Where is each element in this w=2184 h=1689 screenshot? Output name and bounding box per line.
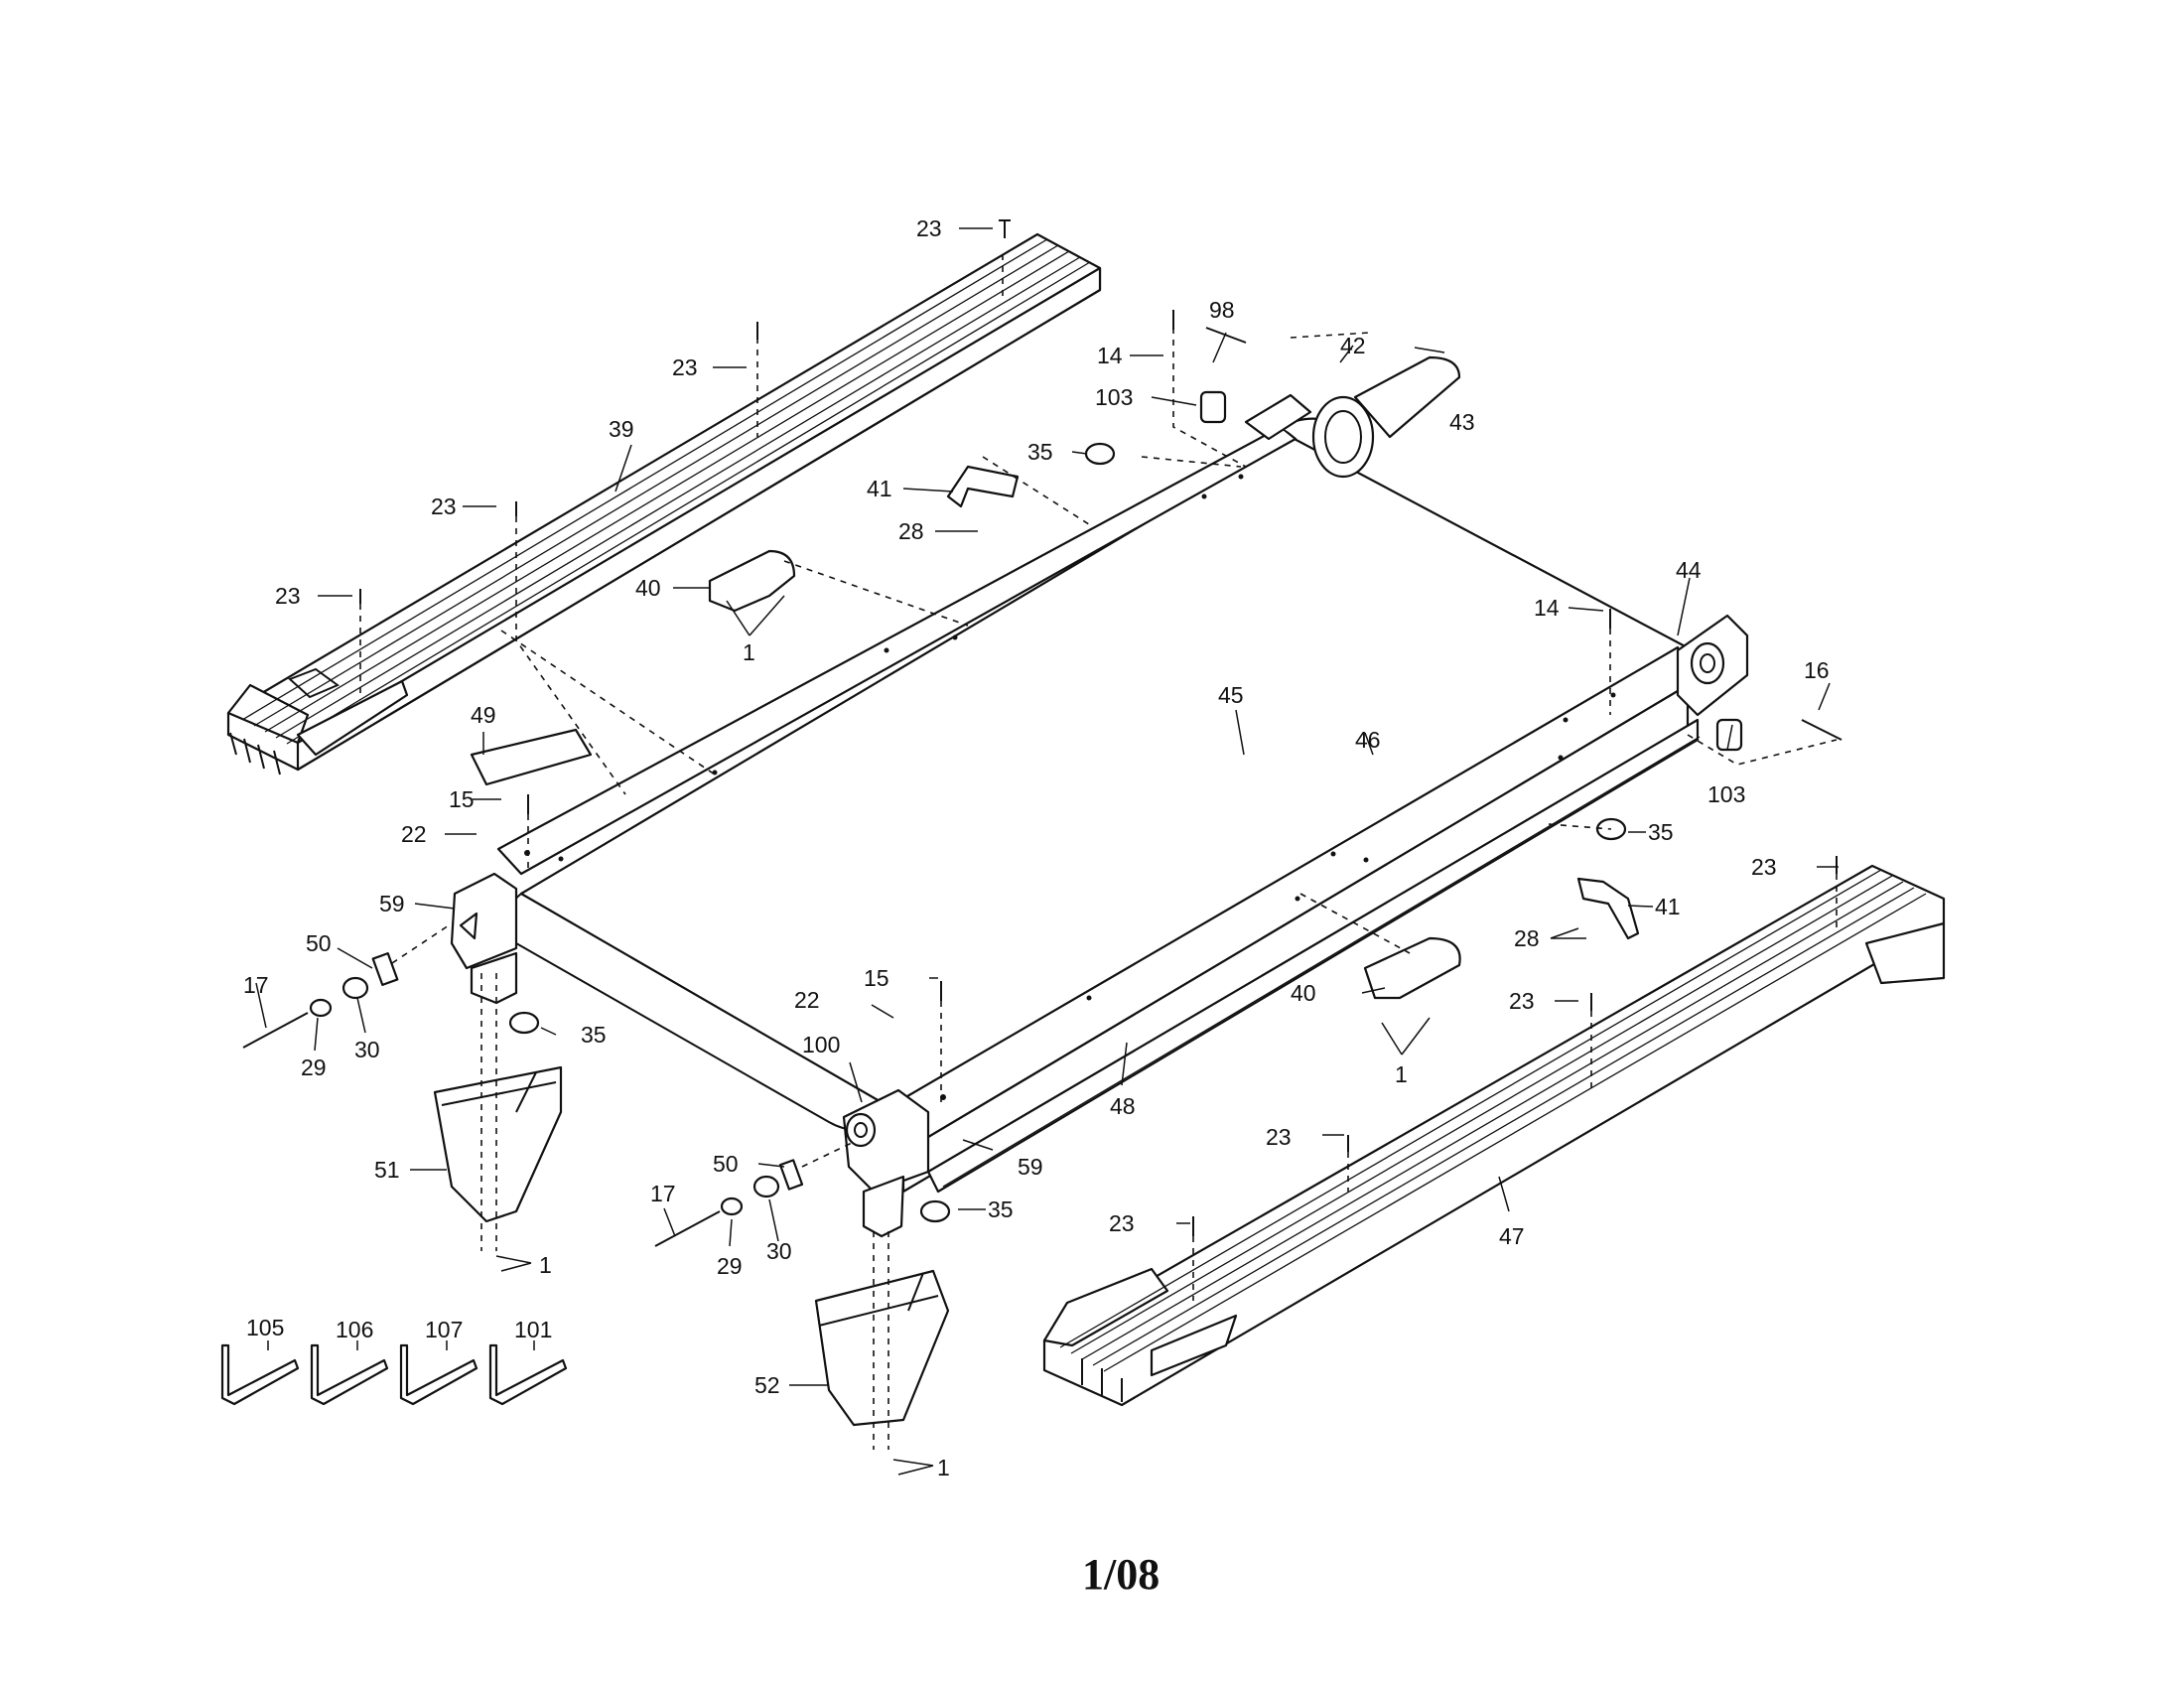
callout-1: 1 bbox=[937, 1455, 950, 1480]
callout-1: 1 bbox=[1395, 1061, 1408, 1087]
callout-50: 50 bbox=[713, 1151, 739, 1177]
callout-45: 45 bbox=[1218, 682, 1244, 708]
callout-30: 30 bbox=[766, 1238, 792, 1264]
callout-labels: 23 23 23 23 39 14 98 103 42 43 35 41 28 … bbox=[243, 215, 1830, 1480]
callout-30: 30 bbox=[354, 1037, 380, 1062]
callout-48: 48 bbox=[1110, 1093, 1136, 1119]
callout-28: 28 bbox=[1514, 925, 1540, 951]
callout-22: 22 bbox=[794, 987, 820, 1013]
front-roller-assembly bbox=[450, 872, 930, 1238]
walking-deck-45 bbox=[496, 417, 1701, 1194]
callout-47: 47 bbox=[1499, 1223, 1525, 1249]
callout-50: 50 bbox=[306, 930, 332, 956]
callout-98: 98 bbox=[1209, 297, 1235, 323]
callout-23: 23 bbox=[431, 493, 457, 519]
callout-107: 107 bbox=[425, 1317, 463, 1342]
callout-16: 16 bbox=[1804, 657, 1830, 683]
callout-43: 43 bbox=[1449, 409, 1475, 435]
callout-51: 51 bbox=[374, 1157, 400, 1183]
callout-103: 103 bbox=[1095, 384, 1133, 410]
callout-46: 46 bbox=[1355, 727, 1381, 753]
deck-cushions bbox=[708, 465, 1640, 1000]
callout-35: 35 bbox=[1648, 819, 1674, 845]
left-foot-rail-39 bbox=[226, 232, 1102, 775]
callout-100: 100 bbox=[802, 1032, 840, 1057]
callout-35: 35 bbox=[581, 1022, 607, 1048]
callout-14: 14 bbox=[1097, 343, 1123, 368]
callout-44: 44 bbox=[1676, 557, 1702, 583]
callout-35: 35 bbox=[988, 1196, 1014, 1222]
callout-1: 1 bbox=[539, 1252, 552, 1278]
callout-23: 23 bbox=[916, 215, 942, 241]
callout-42: 42 bbox=[1340, 333, 1366, 358]
callout-1: 1 bbox=[743, 639, 755, 665]
callout-23: 23 bbox=[1266, 1124, 1292, 1150]
callout-22: 22 bbox=[401, 821, 427, 847]
callout-14: 14 bbox=[1534, 595, 1560, 621]
allen-wrench-set bbox=[220, 1343, 568, 1406]
callout-39: 39 bbox=[609, 416, 634, 442]
callout-15: 15 bbox=[864, 965, 889, 991]
callout-40: 40 bbox=[1291, 980, 1316, 1006]
callout-23: 23 bbox=[1509, 988, 1535, 1014]
small-parts bbox=[242, 219, 1843, 1247]
callout-103: 103 bbox=[1707, 781, 1745, 807]
callout-17: 17 bbox=[650, 1181, 676, 1206]
callout-49: 49 bbox=[471, 702, 496, 728]
assembly-guide-lines bbox=[359, 254, 1838, 1450]
callout-106: 106 bbox=[336, 1317, 373, 1342]
callout-41: 41 bbox=[1655, 894, 1681, 919]
callout-17: 17 bbox=[243, 972, 269, 998]
callout-23: 23 bbox=[275, 583, 301, 609]
callout-29: 29 bbox=[301, 1055, 327, 1080]
callout-leader-lines bbox=[255, 227, 1839, 1476]
right-foot-rail-47 bbox=[1042, 864, 1946, 1407]
callout-23: 23 bbox=[1109, 1210, 1135, 1236]
callout-59: 59 bbox=[379, 891, 405, 916]
callout-29: 29 bbox=[717, 1253, 743, 1279]
callout-59: 59 bbox=[1018, 1154, 1043, 1180]
page-number: 1/08 bbox=[1082, 1550, 1160, 1599]
callout-41: 41 bbox=[867, 476, 892, 501]
callout-40: 40 bbox=[635, 575, 661, 601]
callout-23: 23 bbox=[1751, 854, 1777, 880]
callout-35: 35 bbox=[1027, 439, 1053, 465]
callout-52: 52 bbox=[754, 1372, 780, 1398]
callout-28: 28 bbox=[898, 518, 924, 544]
callout-23: 23 bbox=[672, 354, 698, 380]
rear-roller-assembly bbox=[1244, 355, 1749, 717]
callout-15: 15 bbox=[449, 786, 475, 812]
callout-105: 105 bbox=[246, 1315, 284, 1340]
callout-101: 101 bbox=[514, 1317, 552, 1342]
leg-covers bbox=[433, 1065, 950, 1427]
